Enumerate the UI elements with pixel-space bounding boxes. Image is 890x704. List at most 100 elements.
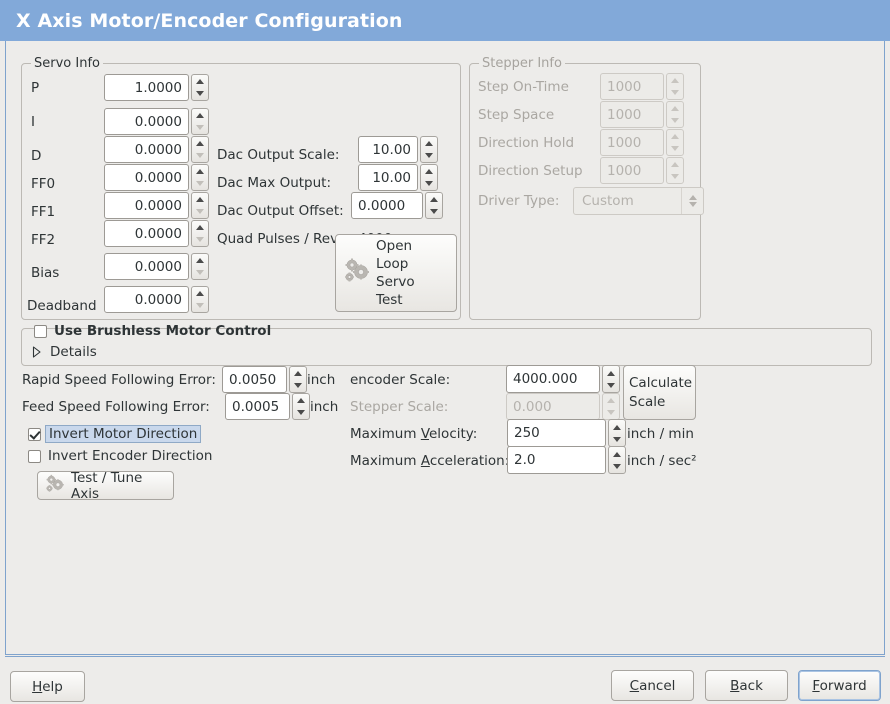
servo-input-p[interactable]: 1.0000: [104, 74, 189, 101]
servo-stepper-d[interactable]: [191, 136, 209, 163]
servo-spin-d[interactable]: 0.0000: [104, 136, 209, 163]
maximum-acceleration-spin[interactable]: 2.0: [507, 446, 626, 474]
servo-spin-ff1[interactable]: 0.0000: [104, 192, 209, 219]
checkbox-box[interactable]: [28, 449, 41, 463]
spin-down-icon[interactable]: [196, 180, 204, 186]
dac-max-output-spin[interactable]: 10.00: [358, 164, 438, 191]
servo-input-d[interactable]: 0.0000: [104, 136, 189, 163]
spin-down-icon[interactable]: [196, 269, 204, 275]
spin-up-icon[interactable]: [607, 370, 615, 376]
spin-down-icon[interactable]: [196, 124, 204, 130]
dac-output-offset-input[interactable]: 0.0000: [351, 192, 423, 219]
encoder-scale-input[interactable]: 4000.000: [506, 365, 600, 393]
servo-stepper-bias[interactable]: [191, 253, 209, 280]
spin-up-icon[interactable]: [425, 141, 433, 147]
feed-following-error-input[interactable]: 0.0005: [225, 393, 290, 420]
calculate-scale-line-1: Calculate: [629, 374, 693, 391]
spin-down-icon[interactable]: [196, 236, 204, 242]
spin-up-icon[interactable]: [430, 197, 438, 203]
spin-up-icon[interactable]: [196, 197, 204, 203]
servo-spin-bias[interactable]: 0.0000: [104, 253, 209, 280]
test-tune-axis-button[interactable]: Test / Tune Axis: [37, 470, 174, 502]
dac-max-output-input[interactable]: 10.00: [358, 164, 418, 191]
spin-up-icon[interactable]: [425, 169, 433, 175]
dac-output-offset-spin[interactable]: 0.0000: [351, 192, 443, 219]
spin-up-icon[interactable]: [297, 398, 305, 404]
spin-down-icon[interactable]: [425, 152, 433, 158]
spin-up-icon[interactable]: [196, 291, 204, 297]
spin-up-icon[interactable]: [196, 141, 204, 147]
spin-up-icon[interactable]: [196, 113, 204, 119]
spin-down-icon[interactable]: [425, 180, 433, 186]
spin-down-icon[interactable]: [430, 208, 438, 214]
spin-up-icon[interactable]: [196, 79, 204, 85]
dac-output-scale-spin[interactable]: 10.00: [358, 136, 438, 163]
checkbox-box[interactable]: [34, 324, 47, 338]
quad-pulses-label: Quad Pulses / Rev:: [217, 231, 342, 247]
rapid-following-error-input[interactable]: 0.0050: [222, 366, 287, 393]
details-expander[interactable]: Details: [32, 344, 97, 360]
cancel-button[interactable]: Cancel: [611, 670, 694, 701]
servo-spin-ff2[interactable]: 0.0000: [104, 220, 209, 247]
spin-up-icon[interactable]: [196, 225, 204, 231]
spin-down-icon[interactable]: [196, 90, 204, 96]
servo-stepper-ff1[interactable]: [191, 192, 209, 219]
rapid-following-error-stepper[interactable]: [289, 366, 307, 393]
maximum-acceleration-input[interactable]: 2.0: [507, 446, 606, 474]
help-button[interactable]: Help: [10, 671, 85, 702]
servo-input-deadband[interactable]: 0.0000: [104, 286, 189, 313]
maximum-velocity-input[interactable]: 250: [507, 419, 606, 447]
rapid-following-error-spin[interactable]: 0.0050: [222, 366, 307, 393]
spin-down-icon[interactable]: [297, 409, 305, 415]
maximum-velocity-stepper[interactable]: [608, 419, 626, 447]
spin-up-icon[interactable]: [294, 371, 302, 377]
triangle-right-icon[interactable]: [32, 346, 42, 358]
servo-input-ff1[interactable]: 0.0000: [104, 192, 189, 219]
servo-stepper-ff0[interactable]: [191, 164, 209, 191]
invert-encoder-direction-checkbox[interactable]: Invert Encoder Direction: [28, 448, 212, 464]
dac-output-scale-input[interactable]: 10.00: [358, 136, 418, 163]
spin-down-icon[interactable]: [294, 382, 302, 388]
maximum-velocity-spin[interactable]: 250: [507, 419, 626, 447]
spin-down-icon[interactable]: [196, 208, 204, 214]
use-brushless-motor-control-checkbox[interactable]: Use Brushless Motor Control: [34, 323, 271, 339]
feed-following-error-spin[interactable]: 0.0005: [225, 393, 310, 420]
spin-up-icon[interactable]: [613, 424, 621, 430]
servo-stepper-p[interactable]: [191, 74, 209, 101]
calculate-scale-button[interactable]: Calculate Scale: [623, 365, 696, 420]
servo-spin-ff0[interactable]: 0.0000: [104, 164, 209, 191]
invert-motor-direction-checkbox[interactable]: Invert Motor Direction: [28, 425, 202, 443]
checkbox-box[interactable]: [28, 427, 41, 441]
servo-input-ff2[interactable]: 0.0000: [104, 220, 189, 247]
open-loop-servo-test-button[interactable]: Open Loop Servo Test: [335, 234, 457, 312]
servo-stepper-deadband[interactable]: [191, 286, 209, 313]
servo-stepper-i[interactable]: [191, 108, 209, 135]
servo-spin-deadband[interactable]: 0.0000: [104, 286, 209, 313]
servo-input-ff0[interactable]: 0.0000: [104, 164, 189, 191]
servo-spin-p[interactable]: 1.0000: [104, 74, 209, 101]
dac-output-offset-stepper[interactable]: [425, 192, 443, 219]
encoder-scale-spin[interactable]: 4000.000: [506, 365, 620, 393]
dac-max-output-stepper[interactable]: [420, 164, 438, 191]
spin-down-icon[interactable]: [613, 463, 621, 469]
spin-down-icon: [671, 145, 679, 151]
spin-up-icon[interactable]: [196, 169, 204, 175]
spin-up-icon[interactable]: [196, 258, 204, 264]
spin-up-icon[interactable]: [613, 451, 621, 457]
servo-spin-i[interactable]: 0.0000: [104, 108, 209, 135]
dac-output-scale-stepper[interactable]: [420, 136, 438, 163]
spin-down-icon[interactable]: [613, 436, 621, 442]
encoder-scale-stepper[interactable]: [602, 365, 620, 393]
spin-down-icon[interactable]: [196, 152, 204, 158]
forward-button[interactable]: Forward: [798, 670, 881, 701]
back-button[interactable]: Back: [705, 670, 788, 701]
maximum-acceleration-stepper[interactable]: [608, 446, 626, 474]
feed-following-error-stepper[interactable]: [292, 393, 310, 420]
servo-input-bias[interactable]: 0.0000: [104, 253, 189, 280]
spin-down-icon[interactable]: [196, 302, 204, 308]
max-velocity-label-key: V: [420, 426, 429, 442]
servo-stepper-ff2[interactable]: [191, 220, 209, 247]
spin-down-icon[interactable]: [607, 382, 615, 388]
open-loop-line-3: Servo: [376, 274, 415, 290]
servo-input-i[interactable]: 0.0000: [104, 108, 189, 135]
